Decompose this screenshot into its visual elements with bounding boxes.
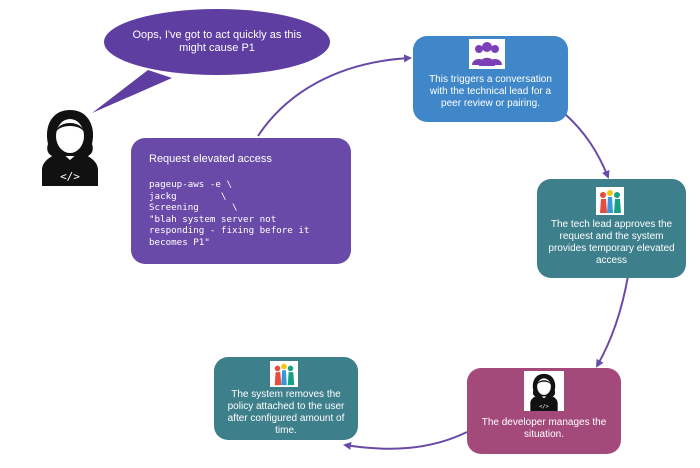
step-approval-text: The tech lead approves the request and t… (548, 219, 675, 266)
request-command: pageup-aws -e \ jackg \ Screening \ "bla… (149, 179, 310, 248)
step-removal: The system removes the policy attached t… (214, 357, 358, 440)
step-manage: </> The developer manages the situation. (467, 368, 621, 454)
step-peer-review-text: This triggers a conversation with the te… (429, 74, 552, 109)
arrow-manage-to-removal (343, 431, 468, 450)
speech-bubble-text: Oops, I've got to act quickly as this mi… (132, 29, 302, 54)
developer-icon: </> (524, 371, 564, 411)
step-removal-text: The system removes the policy attached t… (227, 389, 345, 436)
colorful-people-icon (596, 187, 624, 215)
svg-text:</>: </> (539, 404, 549, 410)
request-access-box: Request elevated access pageup-aws -e \ … (131, 138, 351, 264)
request-title: Request elevated access (149, 153, 272, 165)
developer-icon: </> (42, 110, 98, 186)
arrow-review-to-approval (564, 113, 610, 179)
colorful-people-icon (270, 361, 298, 387)
arrow-approval-to-manage (596, 275, 629, 368)
step-manage-text: The developer manages the situation. (481, 417, 607, 440)
step-approval: The tech lead approves the request and t… (537, 179, 686, 278)
svg-text:</>: </> (60, 170, 80, 183)
people-group-icon (469, 39, 505, 69)
step-peer-review: This triggers a conversation with the te… (413, 36, 568, 122)
arrow-request-to-review (257, 54, 412, 137)
